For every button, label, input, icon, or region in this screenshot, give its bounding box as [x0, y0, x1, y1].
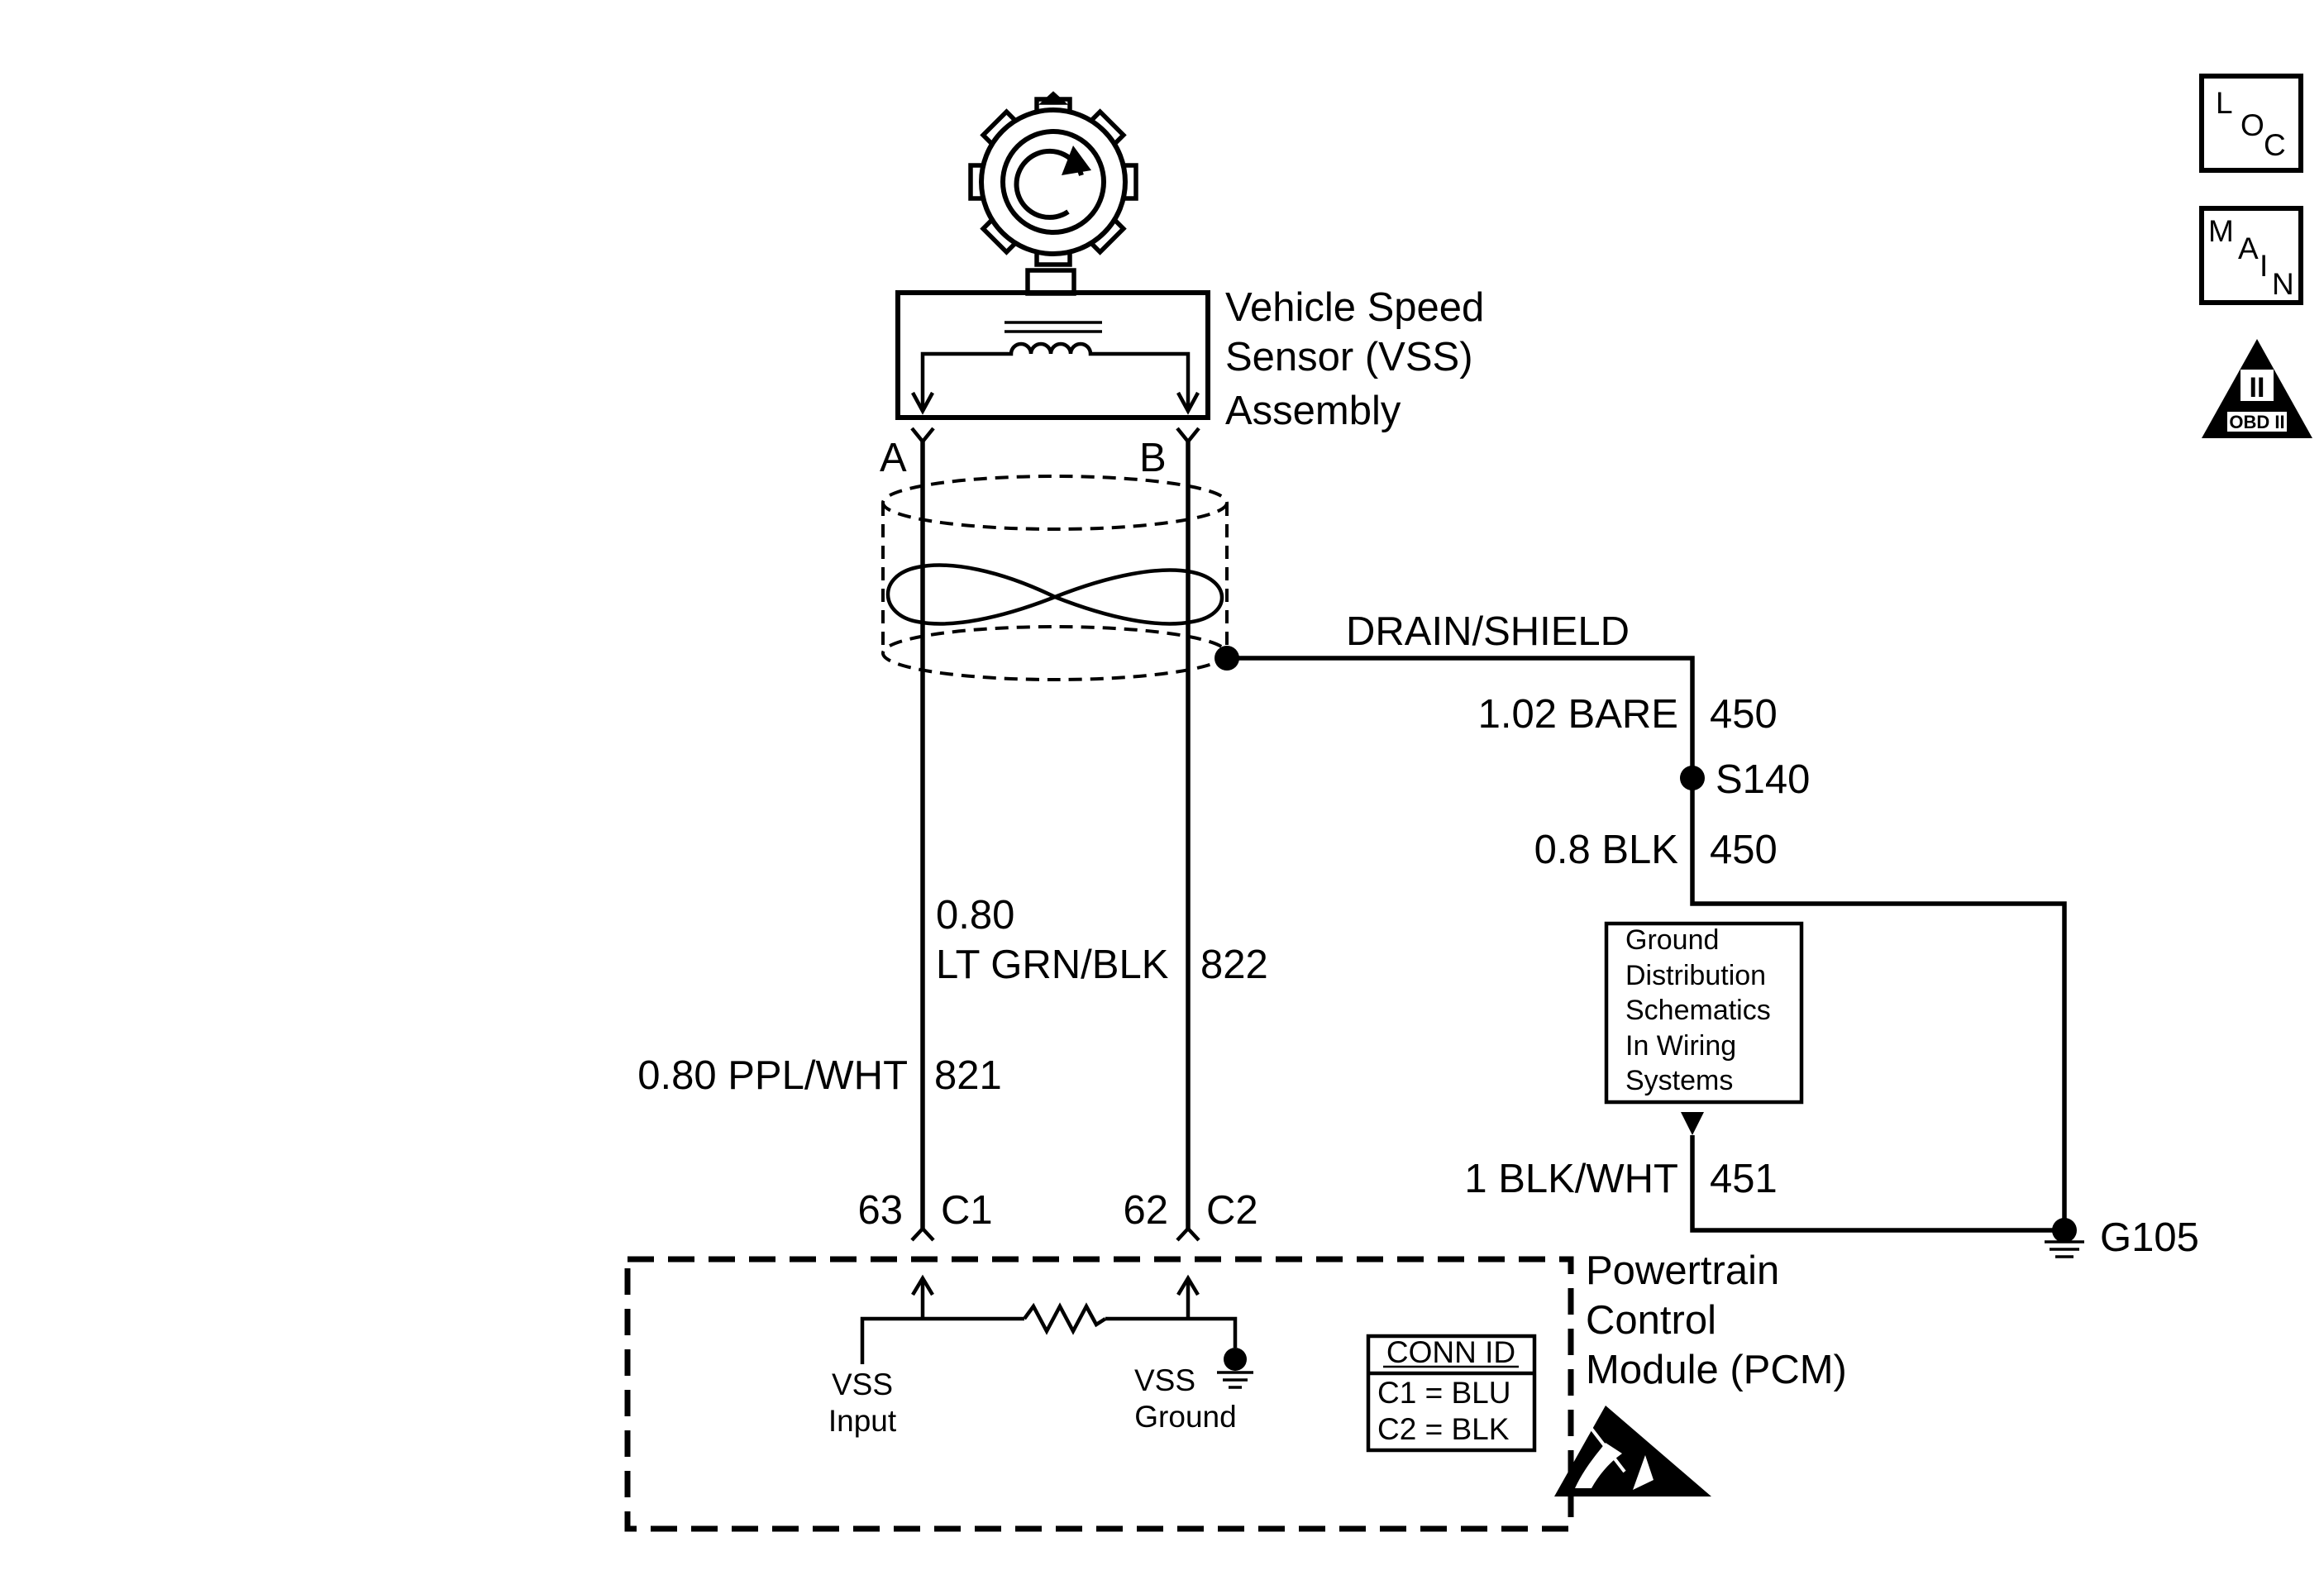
- pcm-name-line3: Module (PCM): [1586, 1348, 1847, 1392]
- drain-wire-gauge-color: 1.02 BARE: [1478, 692, 1678, 737]
- splice-s140: [1680, 766, 1705, 790]
- splice-wire-gauge-color: 0.8 BLK: [1534, 828, 1679, 872]
- main-letter-m: M: [2208, 214, 2234, 248]
- conn-id-row2: C2 = BLK: [1377, 1412, 1510, 1446]
- main-letter-a: A: [2238, 232, 2259, 265]
- loc-icon[interactable]: L O C: [2199, 74, 2303, 173]
- sensor-name-line2: Sensor (VSS): [1225, 335, 1473, 379]
- pcm-boundary: [624, 1256, 1574, 1532]
- wire-a-gauge-color: 0.80 PPL/WHT: [637, 1053, 908, 1098]
- sensor-name-line3: Assembly: [1225, 389, 1401, 433]
- ground-note-line5: Systems: [1625, 1065, 1733, 1096]
- splice-wire-circuit: 450: [1710, 828, 1778, 872]
- conn-id-row1: C1 = BLU: [1377, 1376, 1510, 1410]
- wire-b-color: LT GRN/BLK: [936, 943, 1169, 987]
- ground-note-line3: Schematics: [1625, 995, 1771, 1026]
- connector-b-id: C2: [1206, 1188, 1258, 1233]
- sensor-name-line1: Vehicle Speed: [1225, 285, 1484, 330]
- drain-wire-circuit: 450: [1710, 692, 1778, 737]
- vss-input-line2: Input: [828, 1404, 897, 1438]
- terminal-b-label: B: [1139, 436, 1167, 480]
- ground-note-line4: In Wiring: [1625, 1030, 1736, 1062]
- loc-letter-o: O: [2240, 108, 2264, 142]
- pcm-internal-circuit: [860, 1274, 1238, 1364]
- conn-id-title: CONN ID: [1386, 1335, 1515, 1369]
- main-letter-i: I: [2260, 249, 2268, 283]
- main-icon[interactable]: M A I N: [2199, 206, 2303, 305]
- ground-note-line1: Ground: [1625, 924, 1719, 956]
- ground-wire-gauge-color: 1 BLK/WHT: [1464, 1157, 1678, 1201]
- drain-shield-label: DRAIN/SHIELD: [1346, 609, 1630, 654]
- ground-wire-451: [1690, 1135, 2064, 1233]
- connector-c2-mark: [1176, 1225, 1200, 1242]
- connector-mark-b: [1176, 427, 1200, 445]
- connector-mark-a: [910, 427, 935, 445]
- pcm-name-line2: Control: [1586, 1298, 1716, 1343]
- pin-b-number: 62: [1123, 1188, 1168, 1233]
- connector-a-id: C1: [941, 1188, 993, 1233]
- sensor-stem: [1025, 268, 1076, 296]
- terminal-a-label: A: [880, 436, 907, 480]
- vss-sensor-body: [895, 290, 1210, 420]
- ground-wire-circuit: 451: [1710, 1157, 1778, 1201]
- obd-label: OBD II: [2229, 412, 2284, 432]
- wire-a-circuit: 821: [934, 1053, 1002, 1098]
- loc-letter-l: L: [2216, 86, 2233, 120]
- esd-warning-icon: [1554, 1406, 1711, 1496]
- splice-label: S140: [1716, 757, 1810, 802]
- wire-b-gauge: 0.80: [936, 893, 1014, 938]
- pcm-ground-icon: [1217, 1348, 1253, 1389]
- ground-symbol-icon: [2045, 1218, 2084, 1258]
- vss-ground-line2: Ground: [1134, 1400, 1236, 1434]
- main-letter-n: N: [2272, 267, 2294, 301]
- vss-ground-line1: VSS: [1134, 1363, 1195, 1397]
- wire-b-circuit: 822: [1200, 943, 1268, 987]
- connector-c1-mark: [910, 1225, 935, 1242]
- conn-id-table: [1366, 1334, 1537, 1453]
- pin-a-number: 63: [857, 1188, 903, 1233]
- rotor-icon: [968, 91, 1138, 267]
- ground-id-label: G105: [2100, 1215, 2199, 1260]
- obd-ii-icon[interactable]: II OBD II: [2202, 339, 2312, 438]
- ground-note-arrow: [1681, 1112, 1704, 1135]
- resistor-icon: [1023, 1302, 1107, 1335]
- ground-distribution-note: [1604, 921, 1804, 1105]
- shield-cylinder: [881, 475, 1229, 681]
- vss-input-line1: VSS: [832, 1368, 893, 1401]
- ground-note-line2: Distribution: [1625, 960, 1766, 991]
- pcm-name-line1: Powertrain: [1586, 1248, 1779, 1293]
- obd-numeral: II: [2250, 372, 2265, 403]
- drain-wire: [1227, 656, 2067, 1230]
- loc-letter-c: C: [2264, 128, 2286, 162]
